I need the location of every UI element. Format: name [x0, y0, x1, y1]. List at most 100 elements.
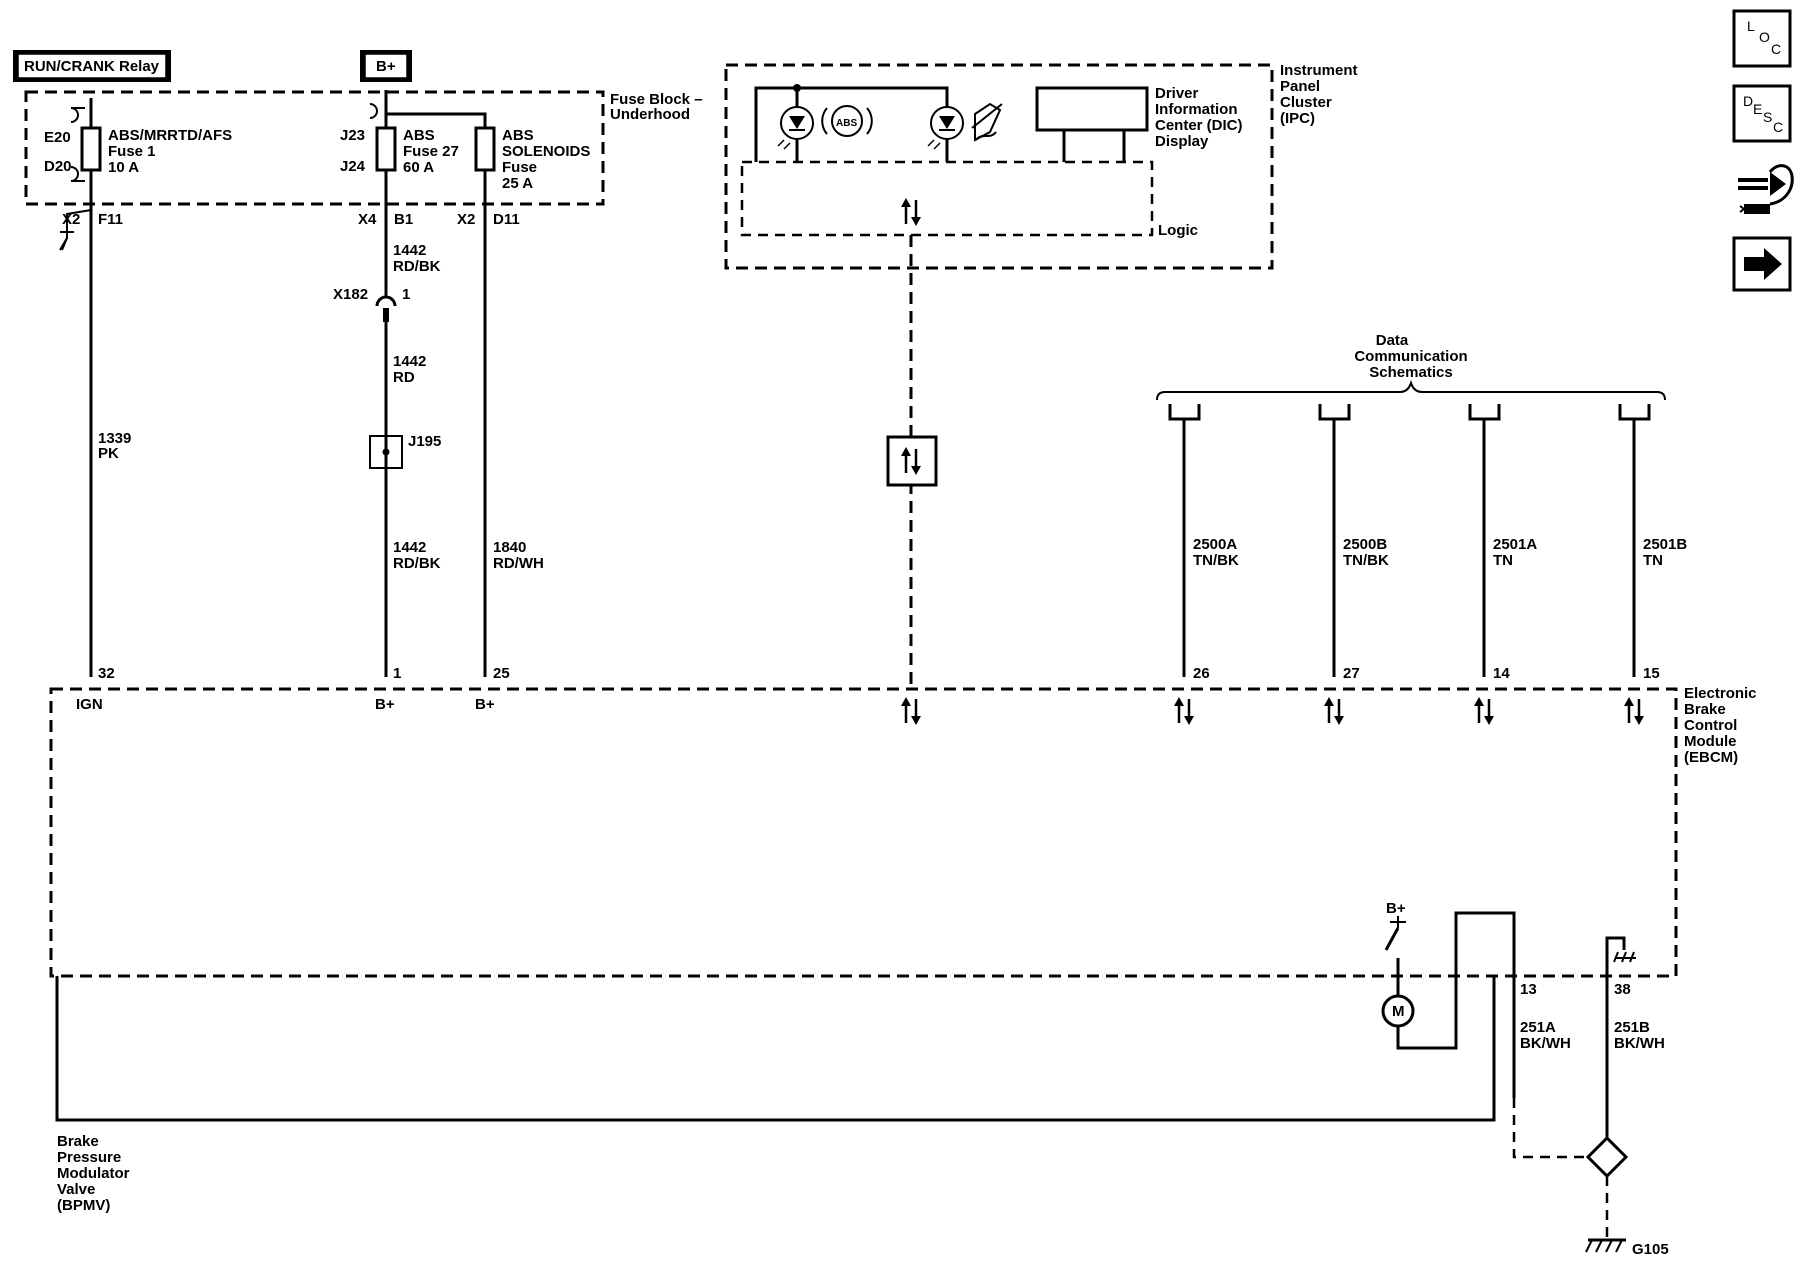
connector-icon [1738, 164, 1794, 214]
bpmv-title-5: (BPMV) [57, 1197, 110, 1214]
svg-text:S: S [1763, 109, 1772, 125]
fuse-1-number: Fuse 1 [108, 143, 156, 160]
ebcm-pin-b1: 1 [393, 665, 401, 682]
x182-label: X182 [333, 286, 368, 303]
motor-bplus-label: B+ [1386, 900, 1406, 917]
fuse-1-rating: 10 A [108, 159, 139, 176]
fuse-1-pin-top: E20 [44, 129, 71, 146]
ebcm-label-b1: B+ [375, 696, 395, 713]
data-communication-bus: Data Communication Schematics 2500A TN/B… [1156, 332, 1687, 677]
ebcm-pin-14: 14 [1493, 665, 1510, 682]
data-comm-title-1: Data [1376, 332, 1409, 349]
next-button[interactable] [1732, 236, 1792, 292]
wire-1442: 1442 RD/BK X182 1 1442 RD J195 1442 RD/B… [333, 190, 441, 677]
wire-1442-c-number: 1442 [393, 539, 426, 556]
bpmv-title-4: Valve [57, 1181, 95, 1198]
fuse-1-symbol [80, 126, 102, 172]
fuse-27-pin-top: J23 [340, 127, 365, 144]
run-crank-relay-label: RUN/CRANK Relay [24, 58, 160, 75]
wire-2500a-number: 2500A [1193, 536, 1237, 553]
fuse-solenoids-symbol [474, 126, 496, 172]
wire-1339-number: 1339 [98, 430, 131, 447]
bpmv-title-2: Pressure [57, 1149, 121, 1166]
description-button[interactable]: D E S C [1732, 84, 1792, 143]
ebcm-pin-26: 26 [1193, 665, 1210, 682]
wire-1442-b-number: 1442 [393, 353, 426, 370]
location-button[interactable]: L O C [1732, 9, 1792, 68]
svg-text:C: C [1773, 119, 1783, 135]
ebcm-title-1: Electronic [1684, 685, 1757, 702]
wire-251a-number: 251A [1520, 1019, 1556, 1036]
dic-title-4: Display [1155, 133, 1209, 150]
bpmv-title-3: Modulator [57, 1165, 130, 1182]
abs-symbol-text: ABS [836, 118, 857, 129]
wire-2500b-color: TN/BK [1343, 552, 1389, 569]
ebcm-pin-27: 27 [1343, 665, 1360, 682]
connector-button[interactable] [1738, 164, 1794, 214]
svg-text:L: L [1747, 18, 1755, 34]
serial-data-symbol [886, 435, 938, 487]
ebcm-title-5: (EBCM) [1684, 749, 1738, 766]
fuse-block-title-2: Underhood [610, 106, 690, 123]
ebcm-label-ign: IGN [76, 696, 103, 713]
data-comm-title-2: Communication [1354, 348, 1467, 365]
svg-text:E: E [1753, 101, 1762, 117]
ebcm-title-2: Brake [1684, 701, 1726, 718]
fuse-sol-type: SOLENOIDS [502, 143, 590, 160]
ipc-logic-label: Logic [1158, 222, 1198, 239]
fuse-block-title-1: Fuse Block – [610, 91, 703, 108]
run-crank-relay-box: RUN/CRANK Relay [13, 50, 171, 82]
fuse-27-number: Fuse 27 [403, 143, 459, 160]
fuse-27-name: ABS [403, 127, 435, 144]
ebcm-title-3: Control [1684, 717, 1737, 734]
abs-warning-lamp: ABS [777, 105, 873, 150]
ground-g105-label: G105 [1632, 1241, 1669, 1258]
fuse-block-underhood: Fuse Block – Underhood E20 D20 ABS/MRRTD… [24, 90, 703, 206]
ebcm-pin-38: 38 [1614, 981, 1631, 998]
ebcm-label-b2: B+ [475, 696, 495, 713]
wire-251b-number: 251B [1614, 1019, 1650, 1036]
location-icon: L O C [1747, 18, 1781, 57]
wire-1442-b-color: RD [393, 369, 415, 386]
dic-title-3: Center (DIC) [1155, 117, 1243, 134]
svg-text:D: D [1743, 93, 1753, 109]
wire-2501b-color: TN [1643, 552, 1663, 569]
ebcm-pin-b2: 25 [493, 665, 510, 682]
wire-1840-number: 1840 [493, 539, 526, 556]
wire-1339: 1339 PK [59, 190, 131, 677]
wire-2501a-color: TN [1493, 552, 1513, 569]
next-arrow-icon [1744, 248, 1782, 280]
ebcm-module: Electronic Brake Control Module (EBCM) 3… [49, 665, 1757, 1050]
fuse-27-pin-bottom: J24 [340, 158, 366, 175]
conn-2-b: B1 [394, 211, 413, 228]
j195-label: J195 [408, 433, 441, 450]
ground-circuit: 251A BK/WH 251B BK/WH G105 [1512, 990, 1669, 1258]
ipc-title-1: Instrument [1280, 62, 1358, 79]
wire-1840: 1840 RD/WH [483, 190, 544, 677]
wire-1442-a-number: 1442 [393, 242, 426, 259]
ipc-title-4: (IPC) [1280, 110, 1315, 127]
fuse-sol-rating: 25 A [502, 175, 533, 192]
fuse-sol-name: ABS [502, 127, 534, 144]
wire-2501a-number: 2501A [1493, 536, 1537, 553]
dic-display-box [1035, 86, 1149, 132]
ipc-logic-box [740, 160, 1154, 237]
ebcm-pin-ign: 32 [98, 665, 115, 682]
pump-motor-label: M [1392, 1003, 1405, 1020]
data-comm-title-3: Schematics [1369, 364, 1452, 381]
ipc-title-2: Panel [1280, 78, 1320, 95]
wire-1339-color: PK [98, 445, 119, 462]
ebcm-pin-15: 15 [1643, 665, 1660, 682]
wire-2501b-number: 2501B [1643, 536, 1687, 553]
bplus-source-label: B+ [376, 58, 396, 75]
conn-3-b: D11 [493, 211, 520, 228]
ebcm-title-4: Module [1684, 733, 1737, 750]
wire-2500a-color: TN/BK [1193, 552, 1239, 569]
bplus-source-box: B+ [360, 50, 412, 82]
instrument-panel-cluster: Instrument Panel Cluster (IPC) ABS [724, 62, 1358, 270]
dic-title-1: Driver [1155, 85, 1199, 102]
fuse-sol-fuse: Fuse [502, 159, 537, 176]
description-icon: D E S C [1743, 93, 1783, 135]
wire-1442-a-color: RD/BK [393, 258, 441, 275]
